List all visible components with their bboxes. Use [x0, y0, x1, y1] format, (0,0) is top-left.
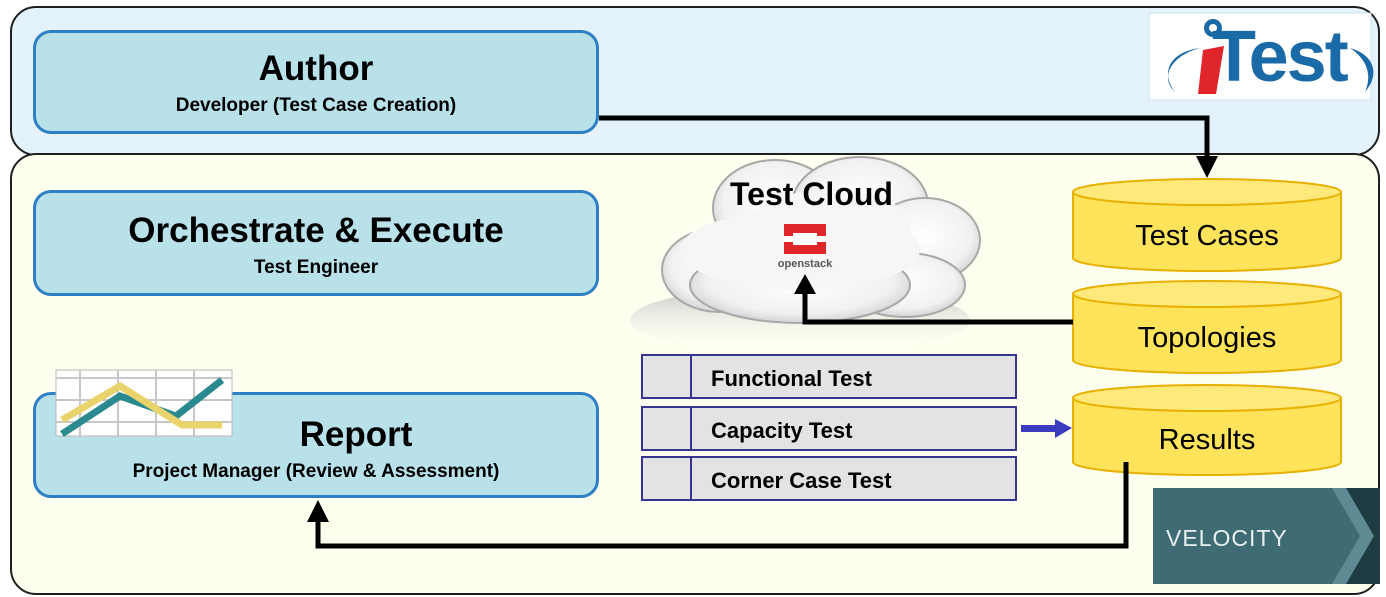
arrow-head-test-cases	[1196, 156, 1218, 178]
openstack-icon	[784, 224, 826, 254]
velocity-logo-text: VELOCITY	[1166, 525, 1288, 551]
chart-icon	[55, 369, 233, 437]
corner-case-test-row: Corner Case Test	[641, 456, 1017, 501]
author-subtitle: Developer (Test Case Creation)	[175, 95, 457, 116]
results-db-icon	[1072, 384, 1342, 476]
orchestrate-subtitle: Test Engineer	[253, 257, 379, 278]
orchestrate-box: Orchestrate & Execute Test Engineer	[33, 190, 599, 296]
orchestrate-title: Orchestrate & Execute	[128, 211, 504, 250]
functional-test-row: Functional Test	[641, 354, 1017, 399]
openstack-label: openstack	[777, 258, 833, 270]
report-subtitle: Project Manager (Review & Assessment)	[132, 461, 500, 482]
author-title: Author	[258, 49, 374, 88]
results-db: Results	[1073, 396, 1341, 472]
arrow-head-report	[307, 500, 329, 522]
topologies-db: Topologies	[1073, 294, 1341, 370]
capacity-test-label: Capacity Test	[711, 418, 853, 443]
test-cases-db-icon	[1072, 178, 1342, 272]
test-cases-db: Test Cases	[1073, 192, 1341, 268]
itest-logo-icon	[1148, 12, 1374, 101]
capacity-test-row: Capacity Test	[641, 406, 1017, 451]
results-label: Results	[1158, 424, 1256, 456]
topologies-db-icon	[1072, 280, 1342, 374]
author-box: Author Developer (Test Case Creation)	[33, 30, 599, 134]
topologies-label: Topologies	[1137, 322, 1277, 354]
corner-case-test-label: Corner Case Test	[711, 468, 892, 493]
itest-logo-wordmark: Test	[1212, 17, 1349, 97]
itest-logo-text: iTest Test	[1210, 14, 1349, 100]
capacity-to-results-arrow	[1021, 419, 1072, 438]
flow-arrows	[315, 115, 1210, 549]
arrow-head-openstack	[794, 274, 816, 294]
report-title: Report	[299, 415, 413, 454]
functional-test-label: Functional Test	[711, 366, 872, 391]
test-cloud-title: Test Cloud	[730, 176, 893, 212]
test-cases-label: Test Cases	[1135, 220, 1279, 252]
velocity-logo-icon	[1153, 488, 1380, 584]
